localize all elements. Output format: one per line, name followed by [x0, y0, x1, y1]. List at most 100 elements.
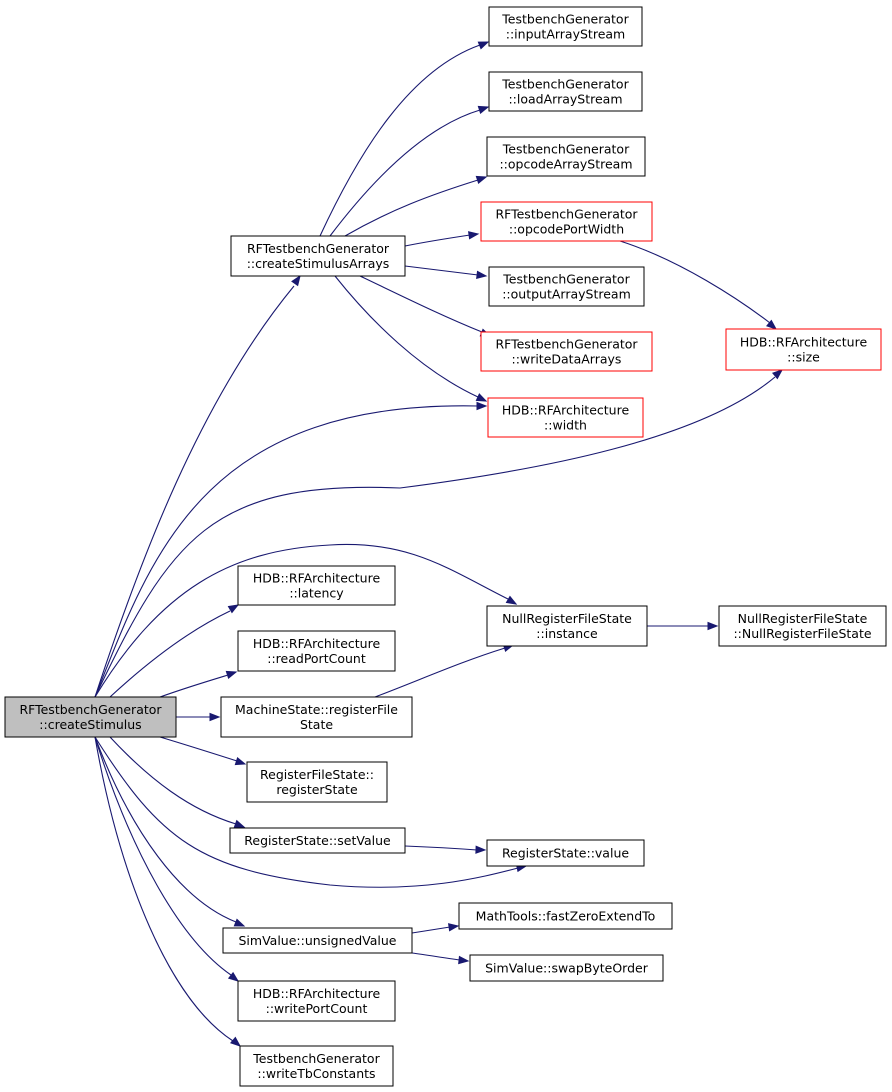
edge-createStimulus-to-createStimulusArrays	[94, 274, 301, 698]
edge-line	[374, 647, 506, 698]
node-box	[237, 980, 396, 1022]
node-box	[718, 605, 887, 647]
edge-line	[319, 44, 481, 237]
edge-createStimulusArrays-to-inputArrayStream	[319, 41, 490, 237]
arrowhead-icon	[230, 1036, 242, 1047]
edge-line	[94, 736, 237, 923]
node-label: ::readPortCount	[267, 651, 366, 666]
edge-createStimulusArrays-to-outputArrayStream	[404, 265, 488, 280]
node-label: ::writePortCount	[266, 1001, 368, 1016]
node-writeTbConstants[interactable]: TestbenchGenerator::writeTbConstants	[239, 1045, 394, 1087]
node-setValue[interactable]: RegisterState::setValue	[229, 827, 406, 854]
edge-line	[94, 736, 232, 976]
node-readPortCount[interactable]: HDB::RFArchitecture::readPortCount	[237, 630, 396, 672]
arrowhead-icon	[707, 621, 719, 631]
edge-line	[404, 265, 479, 276]
node-createStimulus[interactable]: RFTestbenchGenerator::createStimulus	[4, 696, 177, 738]
node-label: ::instance	[536, 626, 598, 641]
arrowhead-icon	[477, 105, 490, 114]
node-registerState[interactable]: RegisterFileState::registerState	[246, 761, 388, 803]
node-loadArrayStream[interactable]: TestbenchGenerator::loadArrayStream	[488, 71, 643, 112]
edge-line	[159, 674, 229, 698]
node-box	[486, 136, 646, 177]
node-label: TestbenchGenerator	[502, 272, 630, 287]
node-box	[488, 71, 643, 112]
node-rsValue[interactable]: RegisterState::value	[486, 839, 645, 867]
edge-line	[94, 736, 234, 1042]
node-latency[interactable]: HDB::RFArchitecture::latency	[237, 565, 396, 606]
edge-createStimulus-to-rfSize	[94, 369, 784, 698]
arrowhead-icon	[475, 393, 488, 402]
node-label: HDB::RFArchitecture	[253, 636, 381, 651]
node-label: HDB::RFArchitecture	[253, 986, 381, 1001]
node-box	[237, 630, 396, 672]
node-label: ::size	[787, 350, 820, 365]
node-createStimulusArrays[interactable]: RFTestbenchGenerator::createStimulusArra…	[230, 235, 406, 277]
arrowhead-icon	[477, 41, 490, 50]
edge-createStimulus-to-registerState	[159, 736, 247, 766]
node-box	[480, 201, 653, 242]
node-unsignedValue[interactable]: SimValue::unsignedValue	[222, 927, 413, 954]
arrowhead-icon	[225, 670, 238, 679]
node-box	[488, 6, 643, 47]
node-label: SimValue::swapByteOrder	[485, 961, 649, 976]
edge-createStimulusArrays-to-rfWidth	[334, 275, 488, 402]
node-label: ::createStimulusArrays	[247, 256, 390, 271]
arrowhead-icon	[772, 369, 784, 380]
node-label: NullRegisterFileState	[502, 611, 632, 626]
edge-opcodePortWidth-to-rfSize	[619, 240, 778, 330]
edge-unsignedValue-to-fastZeroExtendTo	[411, 923, 460, 934]
node-swapByteOrder[interactable]: SimValue::swapByteOrder	[469, 954, 664, 982]
node-label: ::outputArrayStream	[502, 287, 631, 302]
node-opcodePortWidth[interactable]: RFTestbenchGenerator::opcodePortWidth	[480, 201, 653, 242]
arrowhead-icon	[291, 274, 301, 287]
node-writeDataArrays[interactable]: RFTestbenchGenerator::writeDataArrays	[480, 331, 653, 372]
function-nodes: RFTestbenchGenerator::createStimulusRFTe…	[4, 6, 887, 1087]
edge-createStimulus-to-setValue	[109, 736, 246, 828]
arrowhead-icon	[227, 604, 240, 614]
arrowhead-icon	[448, 923, 460, 932]
arrowhead-icon	[766, 319, 778, 330]
edge-createStimulus-to-latency	[109, 604, 240, 698]
node-fastZeroExtendTo[interactable]: MathTools::fastZeroExtendTo	[458, 902, 673, 930]
node-writePortCount[interactable]: HDB::RFArchitecture::writePortCount	[237, 980, 396, 1022]
call-edges	[94, 41, 784, 1047]
edge-createStimulusArrays-to-opcodePortWidth	[404, 231, 480, 247]
node-label: HDB::RFArchitecture	[740, 335, 868, 350]
edge-createStimulusArrays-to-writeDataArrays	[359, 275, 492, 337]
node-box	[488, 266, 645, 307]
node-label: RFTestbenchGenerator	[19, 702, 162, 717]
node-rfWidth[interactable]: HDB::RFArchitecture::width	[487, 397, 644, 438]
node-label: MachineState::registerFile	[235, 702, 398, 717]
node-outputArrayStream[interactable]: TestbenchGenerator::outputArrayStream	[488, 266, 645, 307]
node-box	[239, 1045, 394, 1087]
edge-createStimulus-to-readPortCount	[159, 670, 238, 698]
arrowhead-icon	[234, 757, 247, 766]
edge-line	[619, 240, 771, 324]
node-label: TestbenchGenerator	[502, 142, 630, 157]
node-instance[interactable]: NullRegisterFileState::instance	[486, 605, 648, 647]
edge-registerFile-to-instance	[374, 643, 515, 698]
edge-createStimulus-to-instance	[94, 543, 518, 698]
node-label: MathTools::fastZeroExtendTo	[476, 909, 656, 924]
node-label: ::latency	[289, 586, 344, 601]
node-nullCtor[interactable]: NullRegisterFileState::NullRegisterFileS…	[718, 605, 887, 647]
node-opcodeArrayStream[interactable]: TestbenchGenerator::opcodeArrayStream	[486, 136, 646, 177]
node-box	[220, 696, 413, 738]
node-label: ::NullRegisterFileState	[733, 626, 871, 641]
arrowhead-icon	[458, 955, 470, 965]
edge-line	[404, 845, 478, 851]
edge-line	[411, 952, 461, 961]
node-inputArrayStream[interactable]: TestbenchGenerator::inputArrayStream	[488, 6, 643, 47]
node-label: ::writeTbConstants	[257, 1066, 375, 1081]
node-box	[487, 397, 644, 438]
node-box	[246, 761, 388, 803]
edge-line	[94, 405, 479, 698]
edge-line	[404, 234, 471, 247]
node-box	[229, 827, 406, 854]
arrowhead-icon	[476, 270, 488, 280]
edge-line	[94, 285, 295, 698]
node-rfSize[interactable]: HDB::RFArchitecture::size	[725, 328, 882, 371]
